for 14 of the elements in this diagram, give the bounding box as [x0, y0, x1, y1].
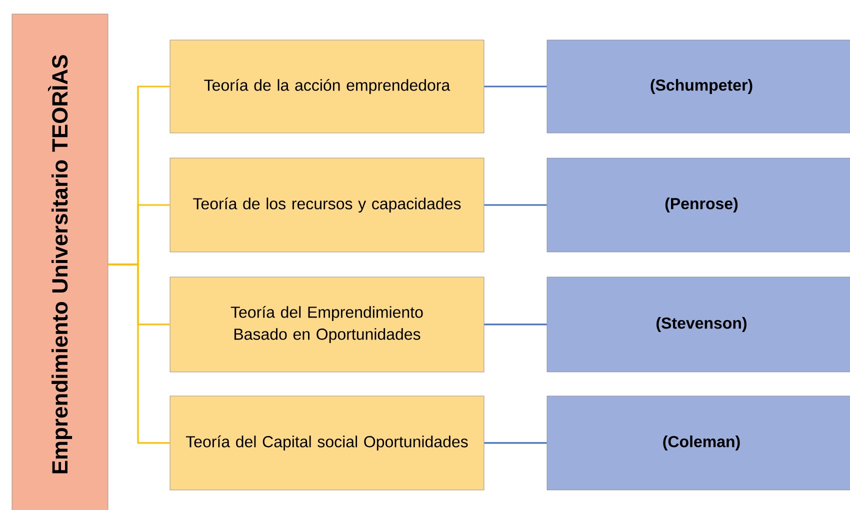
- author-box: (Schumpeter): [546, 40, 850, 134]
- connector-line: [484, 204, 547, 206]
- author-box: (Stevenson): [546, 276, 850, 372]
- connector-line: [484, 86, 547, 88]
- theory-box: Teoría del Emprendimiento Basado en Oportunidades: [170, 276, 484, 372]
- connector-line: [108, 264, 170, 444]
- title-box: Emprendimiento Universitario TEORÌAS: [12, 14, 108, 510]
- connector-line: [484, 442, 547, 444]
- author-box: (Coleman): [546, 396, 850, 490]
- theory-box: Teoría del Capital social Oportunidades: [170, 396, 484, 490]
- author-box: (Penrose): [546, 158, 850, 252]
- theory-box: Teoría de la acción emprendedora: [170, 40, 484, 134]
- theory-box: Teoría de los recursos y capacidades: [170, 158, 484, 252]
- connector-line: [484, 324, 547, 326]
